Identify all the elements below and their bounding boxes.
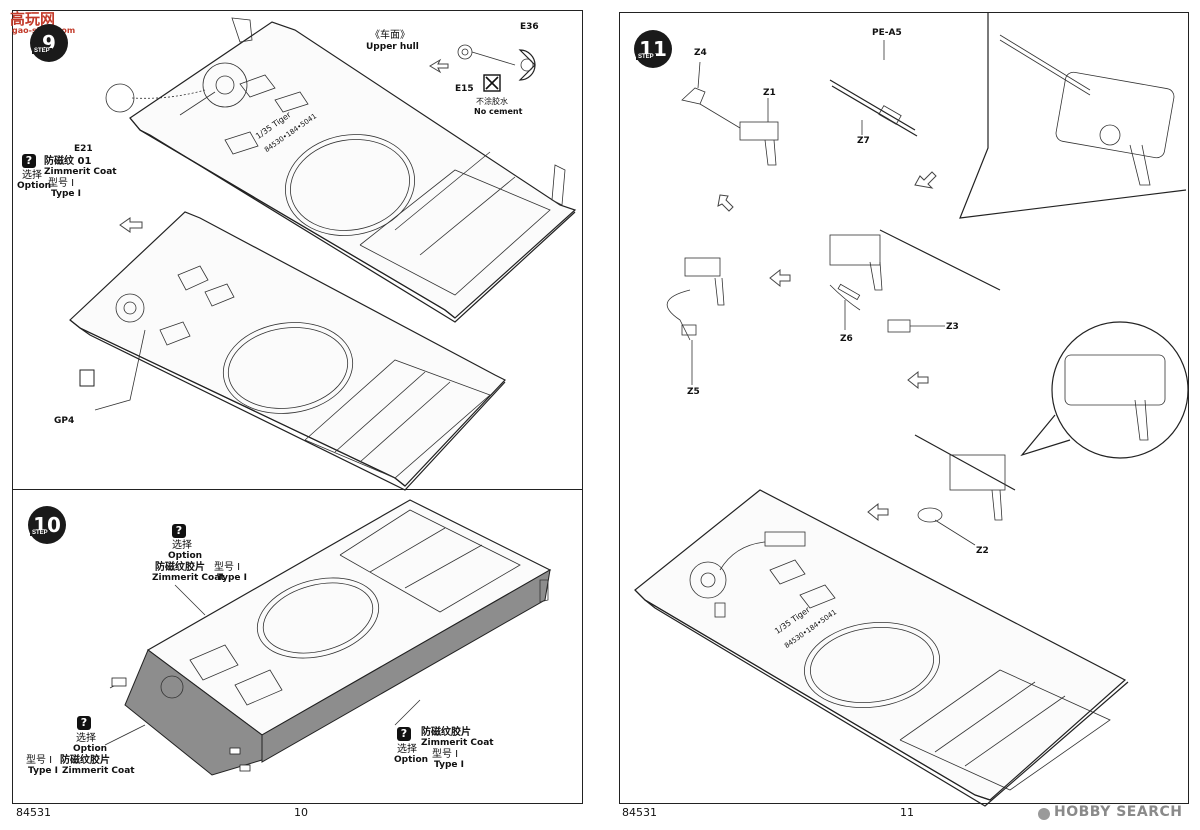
part-z6-label: Z6 xyxy=(840,334,853,344)
step10-left-question-icon: ? xyxy=(77,716,91,730)
step10-top-type-en: Type Ⅰ xyxy=(217,573,247,583)
step10-right-type-en: Type Ⅰ xyxy=(434,760,464,770)
e36-label: E36 xyxy=(520,22,539,32)
no-cement-en-label: No cement xyxy=(474,107,523,116)
step10-left-zimmerit-cn: 防磁纹胶片 xyxy=(60,755,110,766)
step10-word: STEP xyxy=(30,530,50,536)
part-z2-label: Z2 xyxy=(976,546,989,556)
step10-left-type-en: Type Ⅰ xyxy=(28,766,58,776)
part-z3-label: Z3 xyxy=(946,322,959,332)
part-z5-label: Z5 xyxy=(687,387,700,397)
option-en-label: Option xyxy=(17,181,52,191)
zimmerit-cn-label: 防磁纹 01 xyxy=(44,156,92,167)
left-page-number: 10 xyxy=(294,806,308,819)
no-cement-cn-label: 不涂胶水 xyxy=(476,97,508,106)
part-z7-label: Z7 xyxy=(857,136,870,146)
step10-left-zimmerit-en: Zimmerit Coat xyxy=(62,766,135,776)
step10-right-zimmerit-cn: 防磁纹胶片 xyxy=(421,727,471,738)
step10-left-type-cn: 型号 Ⅰ xyxy=(26,755,53,766)
step10-left-option-en: Option xyxy=(73,744,108,754)
step10-right-option-cn: 选择 xyxy=(397,744,417,755)
gp4-label: GP4 xyxy=(54,416,75,426)
step10-right-zimmerit-en: Zimmerit Coat xyxy=(421,738,494,748)
step9-upper-hull-drawing xyxy=(69,17,577,491)
left-kit-number: 84531 xyxy=(16,806,51,819)
step10-top-question-icon: ? xyxy=(172,524,186,538)
part-z1-label: Z1 xyxy=(763,88,776,98)
step9-badge: 9 STEP xyxy=(30,24,68,62)
step9-word: STEP xyxy=(32,48,52,54)
type-cn-label: 型号 Ⅰ xyxy=(48,178,75,189)
watermark-logo: 高玩网 xyxy=(10,10,56,28)
step10-top-option-cn: 选择 xyxy=(172,540,192,551)
part-pe-a5-label: PE-A5 xyxy=(872,28,902,38)
step10-left-option-cn: 选择 xyxy=(76,733,96,744)
hobby-search-brand: HOBBY SEARCH xyxy=(1054,804,1183,820)
step10-right-option-en: Option xyxy=(394,755,429,765)
step11-word: STEP xyxy=(636,54,656,60)
e15-label: E15 xyxy=(455,84,474,94)
part-z4-label: Z4 xyxy=(694,48,707,58)
step11-badge: 11 STEP xyxy=(634,30,672,68)
upper-hull-en-label: Upper hull xyxy=(366,42,419,52)
option-question-icon: ? xyxy=(22,154,36,168)
step10-right-type-cn: 型号 Ⅰ xyxy=(432,749,459,760)
option-cn-label: 选择 xyxy=(22,170,42,181)
step10-top-option-en: Option xyxy=(168,551,203,561)
upper-hull-cn-label: 《车面》 xyxy=(370,30,410,41)
step10-badge: 10 STEP xyxy=(28,506,66,544)
zimmerit-en-label: Zimmerit Coat xyxy=(44,167,117,177)
e21-label: E21 xyxy=(74,144,93,154)
step10-top-type-cn: 型号 Ⅰ xyxy=(214,562,241,573)
type-en-label: Type Ⅰ xyxy=(51,189,81,199)
hobby-search-logo-icon xyxy=(1038,808,1050,820)
right-kit-number: 84531 xyxy=(622,806,657,819)
step10-hull-drawing xyxy=(104,499,552,776)
step10-top-zimmerit-en: Zimmerit Coat xyxy=(152,573,225,583)
right-page-number: 11 xyxy=(900,806,914,819)
step10-top-zimmerit-cn: 防磁纹胶片 xyxy=(155,562,205,573)
step10-right-question-icon: ? xyxy=(397,727,411,741)
